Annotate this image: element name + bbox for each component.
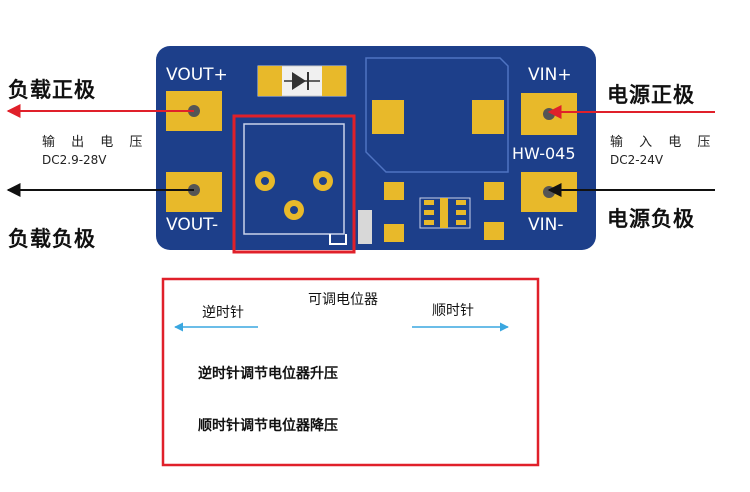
pcb-board [156, 46, 596, 250]
potentiometer-highlight-box [232, 114, 356, 254]
ccw-instruction: 逆时针调节电位器升压 [198, 366, 338, 382]
inductor-pad-right [472, 100, 504, 134]
potentiometer-label: 可调电位器 [308, 292, 378, 308]
cw-instruction: 顺时针调节电位器降压 [198, 418, 338, 434]
source-positive-label: 电源正极 [607, 83, 695, 107]
output-voltage-range: DC2.9-28V [42, 153, 107, 167]
vin-plus-label: VIN+ [528, 65, 572, 85]
inductor-outline [365, 57, 509, 173]
instruction-box [161, 277, 540, 467]
cw-label: 顺时针 [432, 303, 474, 319]
diode-icon [284, 72, 320, 90]
load-negative-label: 负载负极 [8, 227, 96, 251]
load-positive-label: 负载正极 [8, 78, 96, 102]
ccw-label: 逆时针 [202, 305, 244, 321]
potentiometer-pads [255, 171, 333, 220]
input-voltage-title: 输 入 电 压 [610, 135, 717, 150]
vout-minus-label: VOUT- [166, 215, 219, 235]
inductor-pad-left [372, 100, 404, 134]
output-voltage-title: 输 出 电 压 [42, 135, 149, 150]
ic-chip [419, 197, 471, 229]
model-label: HW-045 [512, 144, 576, 163]
input-voltage-range: DC2-24V [610, 153, 664, 167]
vin-minus-label: VIN- [528, 215, 564, 235]
vout-plus-label: VOUT+ [166, 65, 228, 85]
small-component [358, 210, 372, 244]
source-negative-label: 电源负极 [607, 207, 695, 231]
